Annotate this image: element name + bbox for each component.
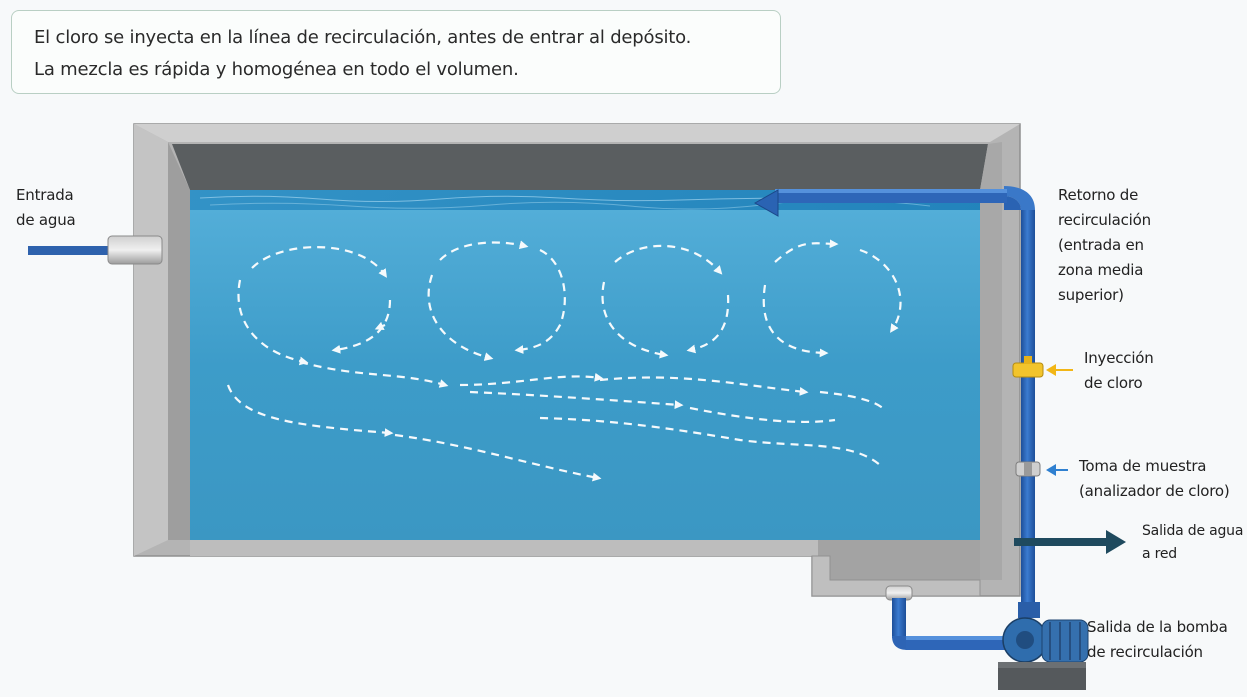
caption-line-2: La mezcla es rápida y homogénea en todo … bbox=[34, 59, 519, 80]
recirculation-return-label: Retorno de recirculación (entrada en zon… bbox=[1058, 186, 1151, 304]
yellow-valve-icon bbox=[1012, 356, 1044, 378]
caption-box: El cloro se inyecta en la línea de recir… bbox=[11, 10, 781, 94]
pump-outlet-label: Salida de la bomba de recirculación bbox=[1087, 618, 1228, 661]
sample-tap-label: Toma de muestra (analizador de cloro) bbox=[1079, 457, 1230, 500]
pump-icon bbox=[998, 602, 1089, 690]
sample-tap-icon bbox=[1015, 461, 1041, 477]
tank-water bbox=[190, 190, 980, 540]
tank-sump bbox=[190, 540, 981, 597]
circulation-flow bbox=[226, 239, 902, 482]
sample-arrow bbox=[1046, 464, 1068, 476]
network-outlet-arrow bbox=[1014, 530, 1126, 554]
water-inlet-label: Entrada de agua bbox=[16, 186, 76, 229]
network-outlet-label: Salida de agua a red bbox=[1142, 523, 1244, 562]
water-inlet-pipe bbox=[28, 235, 163, 265]
recirculation-pipe bbox=[753, 186, 1035, 610]
caption-line-1: El cloro se inyecta en la línea de recir… bbox=[34, 27, 692, 48]
injection-arrow bbox=[1046, 364, 1073, 376]
chlorine-injection-label: Inyección de cloro bbox=[1084, 349, 1154, 392]
suction-pipe bbox=[885, 585, 1012, 650]
